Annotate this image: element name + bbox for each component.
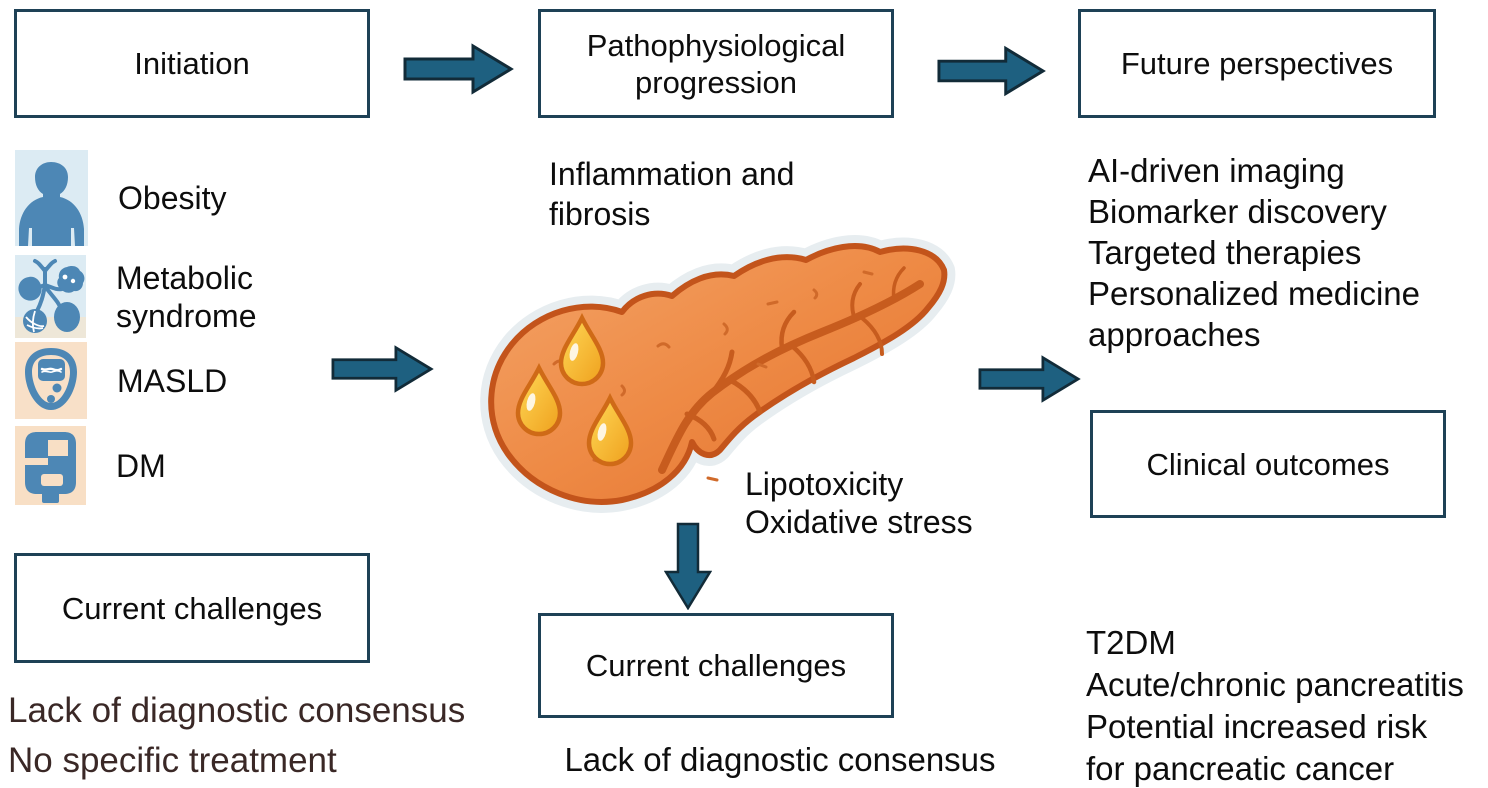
outcome-item: T2DM [1086,624,1176,661]
initiation-box: Initiation [14,9,370,118]
future-perspectives-box: Future perspectives [1078,9,1436,118]
current-challenges-left-label: Current challenges [61,590,323,626]
clinical-outcomes-label: Clinical outcomes [1146,446,1390,482]
risk-label-dm: DM [116,447,166,484]
arrow-right-icon [978,355,1081,403]
future-item: Targeted therapies [1088,234,1362,271]
lipotoxicity-line1: Lipotoxicity [745,466,904,502]
obesity-person-icon [15,150,88,246]
clinical-outcomes-list: T2DM Acute/chronic pancreatitis Potentia… [1086,622,1488,788]
fat-droplets [515,312,634,467]
glucometer-icon [15,342,87,419]
future-item: AI-driven imaging [1088,152,1345,189]
risk-label-obesity: Obesity [118,180,227,216]
lipotoxicity-text: Lipotoxicity Oxidative stress [745,465,1025,541]
left-challenges-text: Lack of diagnostic consensus No specific… [8,686,528,786]
initiation-label: Initiation [134,46,250,81]
pancreatic-duct [658,266,924,474]
risk-label-masld: MASLD [117,362,228,399]
metabolic-organs-icon [15,255,86,338]
arrow-right-icon [937,45,1046,97]
risk-row-metabolic: Metabolic syndrome [15,255,296,338]
center-challenge-text: Lack of diagnostic consensus [564,741,996,778]
left-challenge-line2: No specific treatment [8,741,337,780]
arrow-down-icon [664,522,712,610]
pathophysiological-box: Pathophysiological progression [538,9,894,118]
risk-label-metabolic: Metabolic syndrome [116,259,257,334]
arrow-right-icon [331,345,434,393]
left-challenge-line1: Lack of diagnostic consensus [8,691,466,730]
glucose-monitor-icon [15,426,86,505]
current-challenges-center-label: Current challenges [585,648,847,683]
future-item: Biomarker discovery [1088,193,1387,230]
fatty-pancreas-illustration [480,235,956,513]
arrow-right-icon [403,43,514,95]
current-challenges-left-box: Current challenges [14,553,370,663]
lipotoxicity-line2: Oxidative stress [745,504,973,540]
current-challenges-center-box: Current challenges [538,613,894,718]
outcome-item: Potential increased risk for pancreatic … [1086,708,1428,787]
risk-row-obesity: Obesity [15,150,298,246]
future-item: Personalized medicine approaches [1088,275,1421,353]
clinical-outcomes-box: Clinical outcomes [1090,410,1446,518]
risk-row-masld: MASLD [15,342,297,419]
risk-row-dm: DM [15,426,296,505]
inflammation-fibrosis-text: Inflammation and fibrosis [549,156,795,232]
future-perspectives-list: AI-driven imaging Biomarker discovery Ta… [1088,150,1488,355]
pathophysiological-label: Pathophysiological progression [586,27,846,100]
future-perspectives-label: Future perspectives [1120,46,1394,81]
outcome-item: Acute/chronic pancreatitis [1086,666,1464,703]
